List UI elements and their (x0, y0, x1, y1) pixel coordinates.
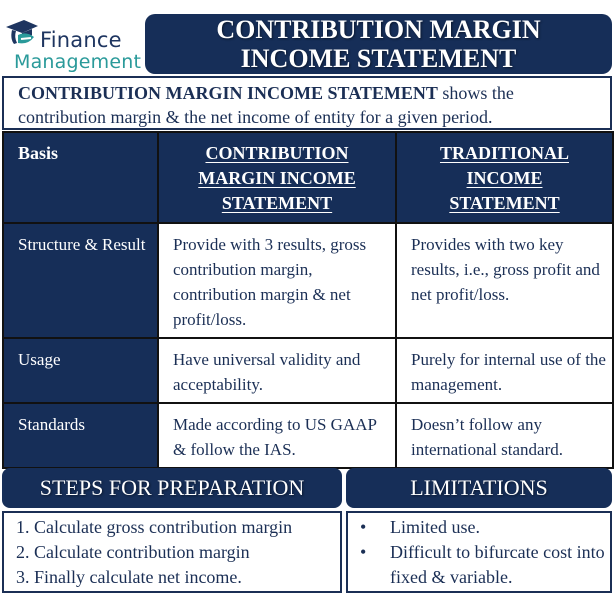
row-label-structure: Structure & Result (2, 222, 159, 339)
bullet-icon: • (360, 542, 367, 562)
header-traditional: TRADITIONAL INCOME STATEMENT (395, 131, 614, 224)
list-item: 3. Finally calculate net income. (16, 567, 242, 587)
bullet-icon: • (360, 517, 367, 537)
cell-contribution: Provide with 3 results, gross contributi… (157, 222, 397, 339)
logo-text-management: Management (14, 51, 142, 73)
efinance-logo: Finance Management (0, 14, 145, 74)
logo-text-finance: Finance (40, 28, 122, 52)
title-line-1: CONTRIBUTION MARGIN (216, 15, 541, 44)
row-label-standards: Standards (2, 402, 159, 469)
cell-contribution: Have universal validity and acceptabilit… (157, 337, 397, 404)
steps-list: 1. Calculate gross contribution margin 2… (2, 511, 342, 593)
definition-term: CONTRIBUTION MARGIN INCOME STATEMENT (18, 83, 438, 103)
graduation-cap-icon (6, 20, 38, 44)
cell-traditional: Provides with two key results, i.e., gro… (395, 222, 614, 339)
comparison-table: Basis CONTRIBUTION MARGIN INCOME STATEME… (2, 131, 614, 469)
table-header-row: Basis CONTRIBUTION MARGIN INCOME STATEME… (2, 131, 614, 224)
header-contribution-margin: CONTRIBUTION MARGIN INCOME STATEMENT (157, 131, 397, 224)
limitations-list: • Limited use. • Difficult to bifurcate … (346, 511, 612, 593)
definition-box: CONTRIBUTION MARGIN INCOME STATEMENT sho… (2, 76, 612, 130)
cell-traditional: Purely for internal use of the managemen… (395, 337, 614, 404)
page-title: CONTRIBUTION MARGIN INCOME STATEMENT (145, 14, 612, 74)
table-row: Standards Made according to US GAAP & fo… (2, 402, 614, 469)
table-row: Structure & Result Provide with 3 result… (2, 222, 614, 339)
cell-contribution: Made according to US GAAP & follow the I… (157, 402, 397, 469)
header-basis: Basis (2, 131, 159, 224)
limitations-heading: LIMITATIONS (346, 468, 612, 508)
definition-text: shows the contribution margin & the net … (18, 83, 514, 127)
list-item: • Limited use. (360, 515, 610, 540)
row-label-usage: Usage (2, 337, 159, 404)
cell-traditional: Doesn’t follow any international standar… (395, 402, 614, 469)
list-item: 1. Calculate gross contribution margin (16, 517, 293, 537)
list-item: • Difficult to bifurcate cost into fixed… (360, 542, 605, 587)
table-row: Usage Have universal validity and accept… (2, 337, 614, 404)
title-line-2: INCOME STATEMENT (240, 44, 517, 73)
list-item: 2. Calculate contribution margin (16, 542, 250, 562)
steps-heading: STEPS FOR PREPARATION (2, 468, 342, 508)
